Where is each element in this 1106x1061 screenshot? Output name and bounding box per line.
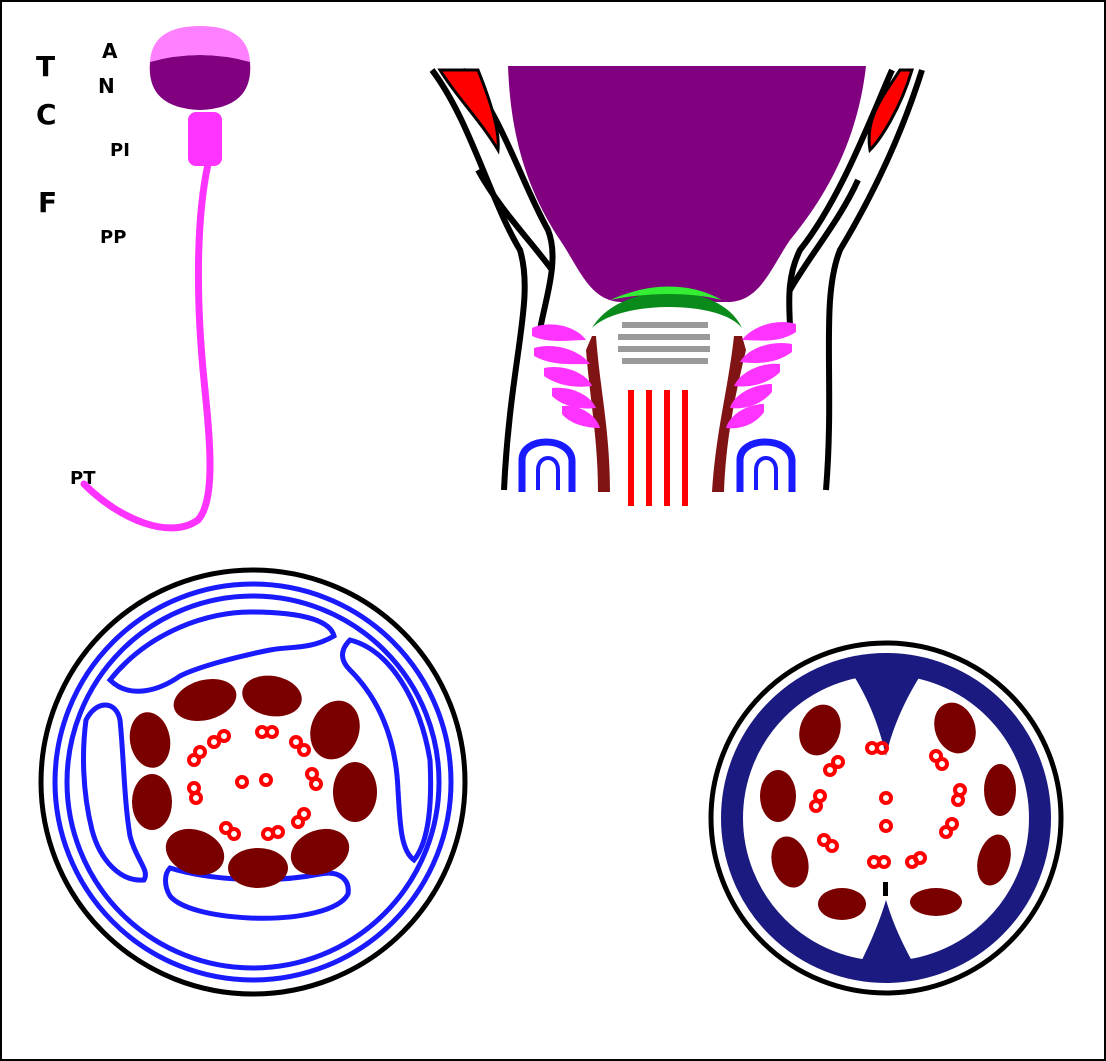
axoneme-line [646, 390, 652, 506]
dense-fiber [132, 774, 172, 830]
label-pi: PI [110, 140, 130, 161]
connecting-piece [188, 112, 222, 166]
label-n: N [98, 74, 115, 98]
axoneme-line [682, 390, 688, 506]
label-t: T [36, 50, 55, 83]
dense-fiber [228, 848, 288, 888]
axoneme-line [628, 390, 634, 506]
dense-fiber [984, 764, 1016, 816]
dense-fiber [760, 770, 796, 822]
striation [622, 358, 708, 364]
label-c: C [36, 98, 57, 131]
dense-fiber [818, 888, 866, 920]
axoneme-line [664, 390, 670, 506]
dense-fiber [910, 888, 962, 916]
striation [618, 346, 710, 352]
sheath-slit [883, 882, 888, 896]
striation [618, 334, 710, 340]
striation [622, 322, 708, 328]
label-f: F [38, 186, 57, 219]
dense-fiber [333, 762, 377, 822]
label-pp: PP [100, 227, 126, 248]
label-a: A [102, 39, 118, 63]
